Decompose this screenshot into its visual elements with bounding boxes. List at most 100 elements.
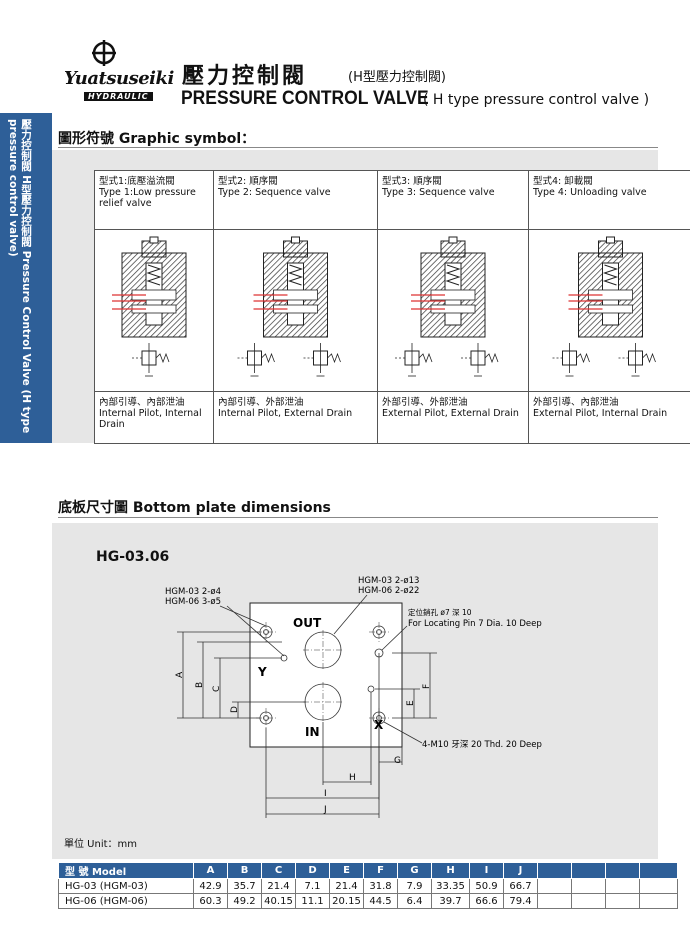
valve-section-diagram: [112, 236, 187, 377]
table-cell: [639, 878, 678, 894]
valve-section-diagram: [237, 236, 341, 377]
table-cell: 50.9: [469, 878, 504, 894]
table-cell: 7.9: [397, 878, 432, 894]
table-header-cell: E: [329, 862, 364, 879]
table-cell: 21.4: [329, 878, 364, 894]
table-header-cell: D: [295, 862, 330, 879]
unit-label: 單位 Unit：mm: [64, 839, 138, 850]
table-cell: 35.7: [227, 878, 262, 894]
dim-label-b: B: [195, 682, 205, 688]
table-cell: 42.9: [193, 878, 228, 894]
bottom-plate-drawing: HGM-03 2-ø4 HGM-06 3-ø5 HGM-03 2-ø13 HGM…: [165, 576, 542, 818]
table-header-cell: A: [193, 862, 228, 879]
dim-label-d: D: [230, 706, 240, 713]
dim-label-e: E: [406, 700, 416, 706]
table-cell: 31.8: [363, 878, 398, 894]
dim-label-f: F: [422, 684, 432, 689]
table-cell: 79.4: [503, 893, 538, 909]
graphic-symbol-rule: [58, 147, 658, 148]
side-tab-text: 壓力控制閥 H型壓力控制閥 Pressure Control Valve (H …: [7, 119, 32, 434]
y-label: Y: [257, 665, 267, 679]
bottom-plate-rule: [58, 517, 658, 518]
table-cell: [571, 893, 606, 909]
table-cell: 6.4: [397, 893, 432, 909]
out-label: OUT: [293, 616, 322, 630]
table-cell: 33.35: [431, 878, 470, 894]
table-cell: 66.6: [469, 893, 504, 909]
table-cell: [639, 893, 678, 909]
brand-name: Yuatsuseiki: [64, 68, 174, 89]
x-label: X: [374, 718, 384, 732]
table-header-cell: [605, 862, 640, 879]
symbol-diagram-3: [377, 229, 529, 392]
large-hole-callout-06: HGM-06 2-ø22: [358, 586, 419, 596]
symbol-diagram-4: [528, 229, 690, 392]
table-cell: HG-06 (HGM-06): [58, 893, 194, 909]
table-cell: 66.7: [503, 878, 538, 894]
table-cell: HG-03 (HGM-03): [58, 878, 194, 894]
table-header-cell: C: [261, 862, 296, 879]
small-hole-callout-06: HGM-06 3-ø5: [165, 597, 221, 607]
plate-outline: [249, 602, 403, 748]
locating-pin-callout-cn: 定位銷孔 ø7 深 10: [408, 607, 472, 617]
dim-label-a: A: [175, 671, 185, 678]
symbol-diagram-2: [213, 229, 378, 392]
page-title-en-sub: ( H type pressure control valve ): [423, 92, 650, 108]
table-cell: [605, 893, 640, 909]
graphic-symbol-heading: 圖形符號 Graphic symbol：: [58, 131, 256, 147]
spring: [445, 264, 461, 286]
table-header-cell: G: [397, 862, 432, 879]
dim-label-h: H: [349, 773, 356, 783]
table-header-cell: 型 號 Model: [58, 862, 194, 879]
table-cell: 21.4: [261, 878, 296, 894]
table-header-cell: [537, 862, 572, 879]
table-header-cell: B: [227, 862, 262, 879]
large-hole-callout-03: HGM-03 2-ø13: [358, 576, 419, 586]
table-cell: 39.7: [431, 893, 470, 909]
bottom-plate-heading: 底板尺寸圖 Bottom plate dimensions: [58, 500, 331, 516]
table-header-cell: [639, 862, 678, 879]
valve-section-diagram: [552, 236, 656, 377]
table-cell: 11.1: [295, 893, 330, 909]
table-cell: [537, 878, 572, 894]
dim-label-j: J: [323, 805, 327, 815]
table-header-cell: I: [469, 862, 504, 879]
page-title-en: PRESSURE CONTROL VALVE: [181, 88, 429, 109]
table-header-cell: H: [431, 862, 470, 879]
brand-subtitle: HYDRAULIC: [84, 92, 153, 101]
in-label: IN: [305, 725, 320, 739]
spring: [602, 264, 619, 286]
logo: [62, 40, 170, 110]
table-header-cell: F: [363, 862, 398, 879]
page-title-cn: 壓力控制閥: [182, 64, 308, 89]
table-cell: [605, 878, 640, 894]
table-cell: 60.3: [193, 893, 228, 909]
logo-emblem: [92, 40, 116, 66]
dim-label-g: G: [394, 756, 401, 766]
table-cell: 20.15: [329, 893, 364, 909]
symbol-diagram-1: [94, 229, 214, 392]
side-tab: 壓力控制閥 H型壓力控制閥 Pressure Control Valve (H …: [0, 113, 52, 443]
table-header-cell: J: [503, 862, 538, 879]
valve-section-diagram: [395, 236, 499, 377]
table-cell: 7.1: [295, 878, 330, 894]
dim-label-i: I: [324, 789, 327, 799]
table-cell: 49.2: [227, 893, 262, 909]
table-cell: [571, 878, 606, 894]
table-cell: 44.5: [363, 893, 398, 909]
locating-pin-callout-en: For Locating Pin 7 Dia. 10 Deep: [408, 619, 542, 629]
page-title-cn-sub: (H型壓力控制閥): [348, 70, 446, 85]
plate-model-title: HG-03.06: [96, 549, 170, 565]
table-header-cell: [571, 862, 606, 879]
spring: [146, 264, 162, 286]
table-cell: [537, 893, 572, 909]
spring: [287, 264, 304, 286]
